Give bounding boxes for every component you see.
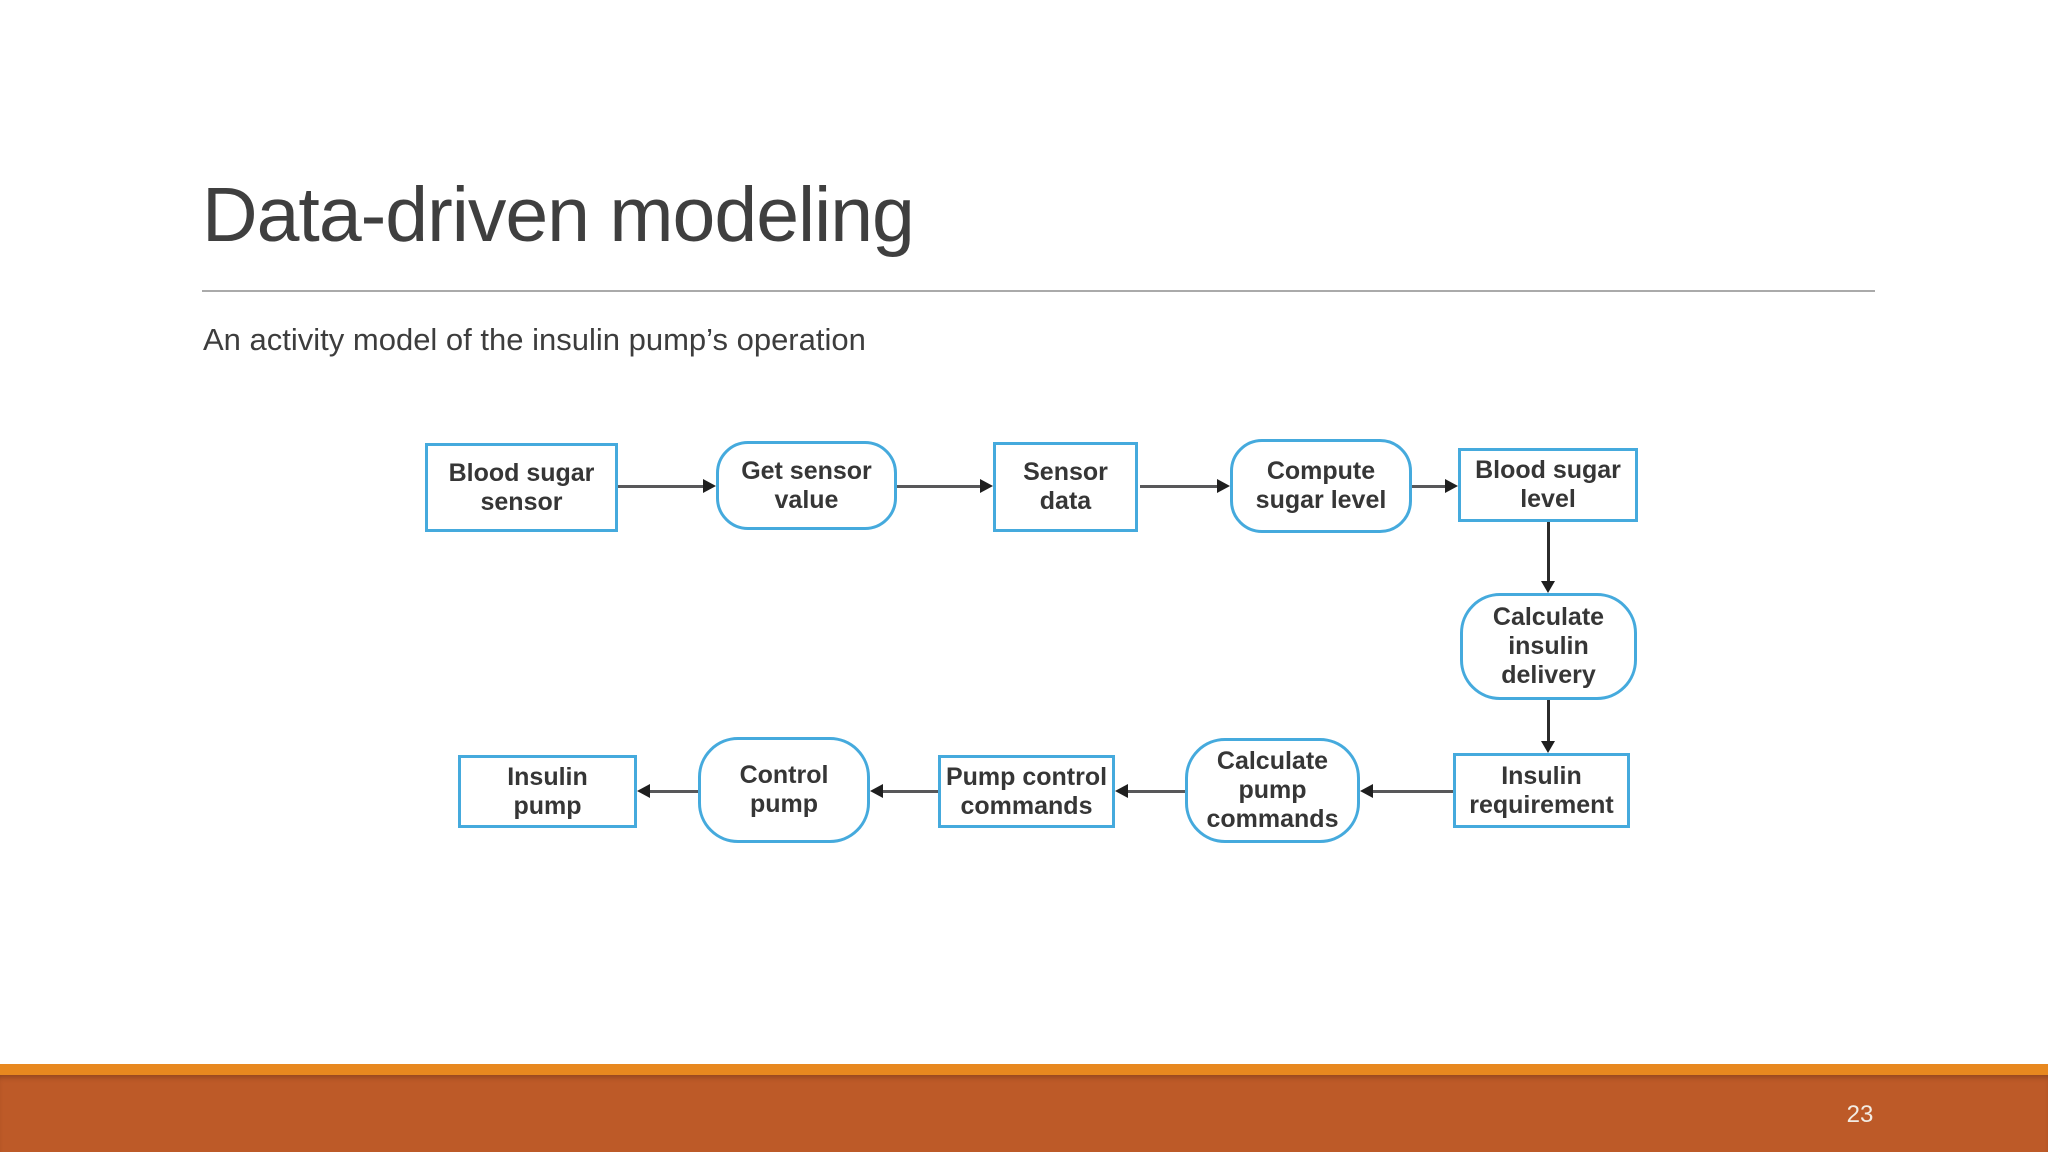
- page-number: 23: [1846, 1101, 1874, 1128]
- edge-blood-sugar-level-to-calculate-insulin-delivery: [1541, 522, 1555, 593]
- node-insulin-pump: Insulin pump: [458, 755, 637, 828]
- arrowhead-down-icon: [1541, 581, 1555, 593]
- node-blood-sugar-level: Blood sugar level: [1458, 448, 1638, 522]
- arrowhead-right-icon: [1217, 479, 1230, 493]
- node-calculate-pump-commands: Calculate pump commands: [1185, 738, 1360, 843]
- edge-compute-sugar-level-to-blood-sugar-level: [1412, 479, 1458, 493]
- edge-get-sensor-value-to-sensor-data: [897, 479, 993, 493]
- slide-subtitle: An activity model of the insulin pump’s …: [203, 322, 866, 357]
- arrowhead-right-icon: [703, 479, 716, 493]
- node-blood-sugar-sensor: Blood sugar sensor: [425, 443, 618, 532]
- edge-calculate-pump-commands-to-pump-control-commands: [1115, 784, 1185, 798]
- node-sensor-data: Sensor data: [993, 442, 1138, 532]
- node-compute-sugar-level: Compute sugar level: [1230, 439, 1412, 533]
- edge-sensor-data-to-compute-sugar-level: [1140, 479, 1230, 493]
- edge-pump-control-commands-to-control-pump: [870, 784, 938, 798]
- node-insulin-requirement: Insulin requirement: [1453, 753, 1630, 828]
- accent-strip: [0, 1064, 2048, 1075]
- node-control-pump: Control pump: [698, 737, 870, 843]
- arrowhead-left-icon: [870, 784, 883, 798]
- title-divider: [202, 290, 1875, 292]
- edge-blood-sugar-sensor-to-get-sensor-value: [618, 479, 716, 493]
- edge-calculate-insulin-delivery-to-insulin-requirement: [1541, 700, 1555, 753]
- node-calculate-insulin-delivery: Calculate insulin delivery: [1460, 593, 1637, 700]
- edge-insulin-requirement-to-calculate-pump-commands: [1360, 784, 1453, 798]
- footer-bar: [0, 1075, 2048, 1152]
- page-title: Data-driven modeling: [202, 172, 915, 258]
- node-pump-control-commands: Pump control commands: [938, 755, 1115, 828]
- arrowhead-right-icon: [980, 479, 993, 493]
- arrowhead-right-icon: [1445, 479, 1458, 493]
- arrowhead-down-icon: [1541, 741, 1555, 753]
- arrowhead-left-icon: [637, 784, 650, 798]
- arrowhead-left-icon: [1115, 784, 1128, 798]
- edge-control-pump-to-insulin-pump: [637, 784, 698, 798]
- arrowhead-left-icon: [1360, 784, 1373, 798]
- node-get-sensor-value: Get sensor value: [716, 441, 897, 530]
